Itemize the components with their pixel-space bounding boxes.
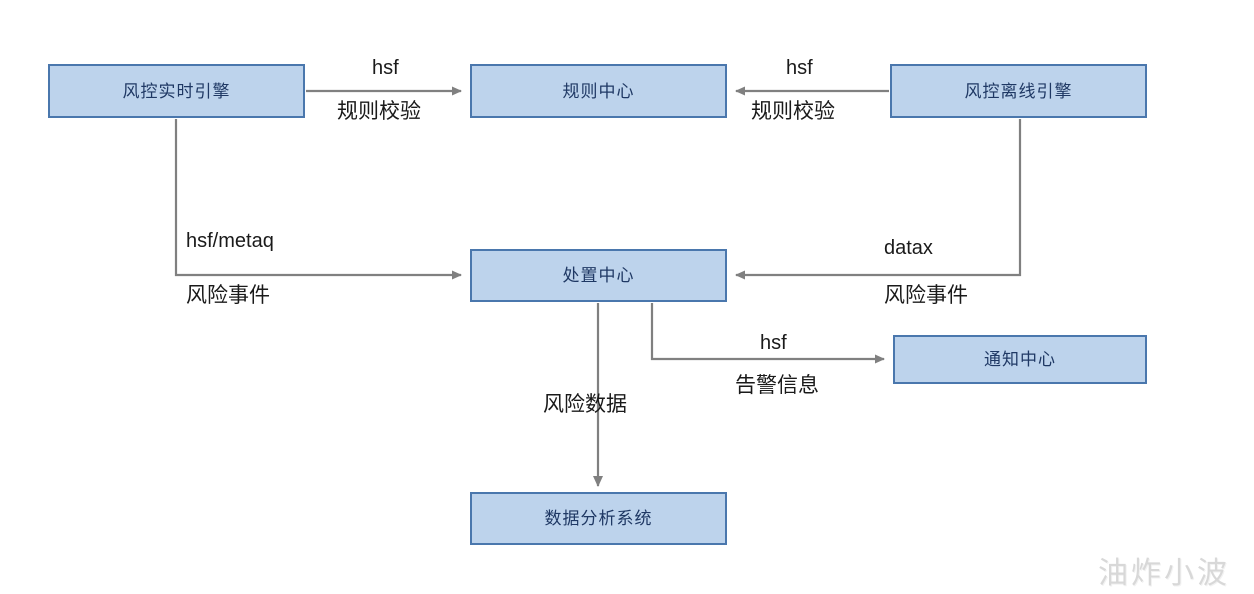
edge-label-realtime-to-rule-payload: 规则校验 xyxy=(337,100,421,123)
edge-label-offline-to-rule-payload: 规则校验 xyxy=(751,100,835,123)
edge-label-offline-to-rule-protocol: hsf xyxy=(786,57,813,79)
node-notify-center[interactable]: 通知中心 xyxy=(893,335,1147,384)
node-label-disposal-center: 处置中心 xyxy=(562,266,635,285)
edge-label-disposal-to-notify-payload: 告警信息 xyxy=(735,374,819,397)
watermark: 油炸小波 xyxy=(1098,557,1230,590)
edge-label-disposal-to-notify-protocol: hsf xyxy=(760,332,787,354)
edge-label-offline-to-disposal-payload: 风险事件 xyxy=(884,284,968,307)
node-disposal-center[interactable]: 处置中心 xyxy=(470,249,727,302)
node-label-analytics-system: 数据分析系统 xyxy=(544,509,653,528)
node-label-offline-engine: 风控离线引擎 xyxy=(964,81,1073,101)
edge-label-offline-to-disposal-protocol: datax xyxy=(884,237,933,259)
node-realtime-engine[interactable]: 风控实时引擎 xyxy=(48,64,305,118)
node-rule-center[interactable]: 规则中心 xyxy=(470,64,727,118)
node-label-rule-center: 规则中心 xyxy=(562,81,635,101)
edge-offline-to-disposal xyxy=(735,119,1022,280)
edge-label-realtime-to-rule-protocol: hsf xyxy=(372,57,399,79)
node-offline-engine[interactable]: 风控离线引擎 xyxy=(890,64,1147,118)
edge-label-realtime-to-disposal-protocol: hsf/metaq xyxy=(186,230,274,252)
edge-label-realtime-to-disposal-payload: 风险事件 xyxy=(186,284,270,307)
edge-label-disposal-to-analytics-payload: 风险数据 xyxy=(543,393,627,416)
node-label-realtime-engine: 风控实时引擎 xyxy=(122,81,231,101)
node-label-notify-center: 通知中心 xyxy=(984,350,1056,369)
node-analytics-system[interactable]: 数据分析系统 xyxy=(470,492,727,545)
